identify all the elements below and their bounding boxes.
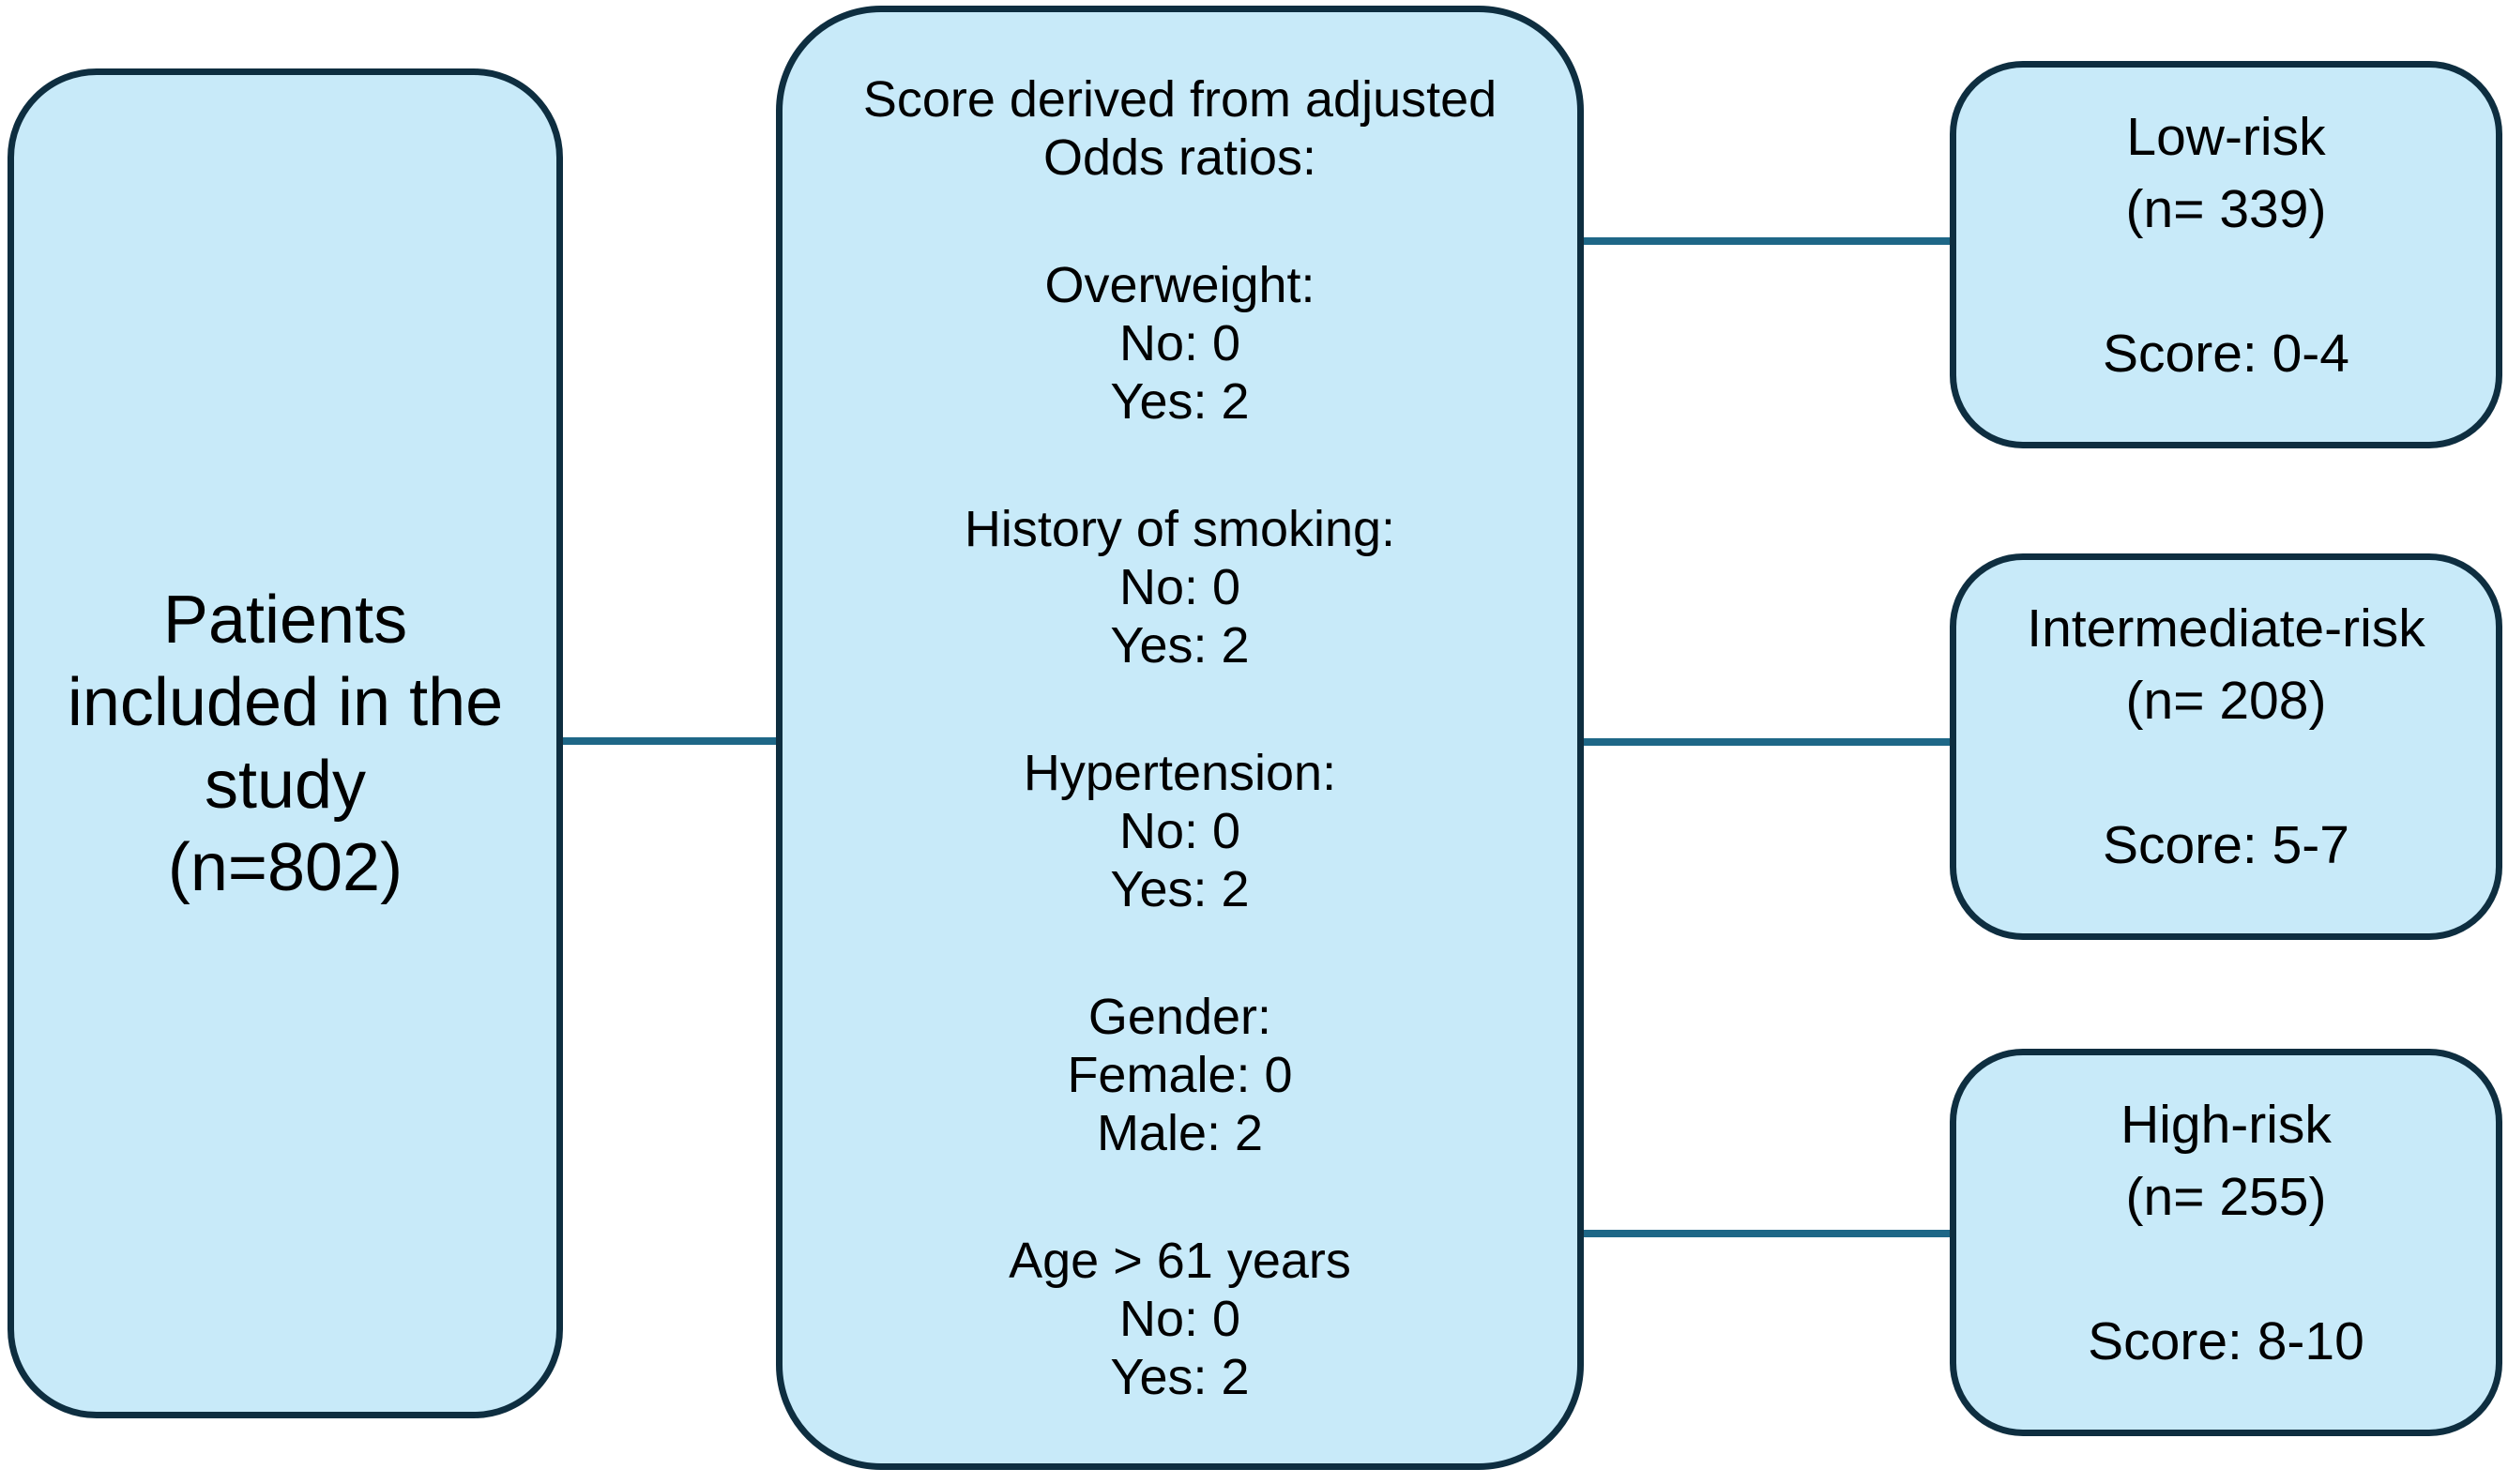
- connector-score-to-intermediate-risk: [1579, 738, 1953, 746]
- score-group-item: Male: 2: [1096, 1104, 1264, 1161]
- risk-box-score-range: Score: 8-10: [2088, 1310, 2364, 1371]
- score-group-label: Overweight:: [1044, 256, 1315, 313]
- score-group-label: History of smoking:: [964, 500, 1396, 557]
- score-group-item: No: 0: [1118, 558, 1241, 615]
- risk-box-title: High-risk: [2120, 1094, 2332, 1155]
- score-group-age: Age > 61 years No: 0 Yes: 2: [1009, 1232, 1351, 1406]
- patients-box: Patients included in the study (n=802): [8, 68, 563, 1418]
- score-group-item: No: 0: [1118, 802, 1241, 859]
- score-group-hypertension: Hypertension: No: 0 Yes: 2: [1024, 744, 1336, 918]
- score-box-title-line-2: Odds ratios:: [1042, 129, 1317, 186]
- score-group-label: Age > 61 years: [1009, 1232, 1351, 1289]
- patients-box-line-3: study: [204, 747, 367, 823]
- risk-box-score-range: Score: 0-4: [2103, 323, 2349, 384]
- score-box-title: Score derived from adjusted Odds ratios:: [863, 70, 1497, 187]
- risk-box-count: (n= 208): [2125, 671, 2327, 731]
- score-group-overweight: Overweight: No: 0 Yes: 2: [1044, 256, 1315, 431]
- connector-patients-to-score: [559, 737, 780, 745]
- score-box-title-line-1: Score derived from adjusted: [862, 70, 1497, 128]
- score-group-item: Yes: 2: [1110, 372, 1250, 430]
- score-group-gender: Gender: Female: 0 Male: 2: [1067, 988, 1292, 1162]
- risk-box-title: Low-risk: [2126, 106, 2326, 167]
- patients-box-line-2: included in the: [67, 664, 504, 740]
- score-group-label: Gender:: [1087, 988, 1272, 1045]
- score-box: Score derived from adjusted Odds ratios:…: [776, 6, 1584, 1470]
- risk-box-title: Intermediate-risk: [2027, 598, 2425, 659]
- connector-score-to-high-risk: [1579, 1230, 1953, 1237]
- patients-box-line-1: Patients: [162, 582, 408, 658]
- risk-box-count: (n= 339): [2125, 178, 2327, 239]
- low-risk-box: Low-risk (n= 339) Score: 0-4: [1950, 61, 2502, 448]
- score-group-item: Yes: 2: [1110, 616, 1250, 674]
- score-group-label: Hypertension:: [1023, 744, 1337, 801]
- high-risk-box: High-risk (n= 255) Score: 8-10: [1950, 1049, 2502, 1436]
- intermediate-risk-box: Intermediate-risk (n= 208) Score: 5-7: [1950, 553, 2502, 940]
- patients-box-count: (n=802): [167, 829, 403, 905]
- score-group-item: No: 0: [1118, 1290, 1241, 1347]
- risk-box-score-range: Score: 5-7: [2103, 815, 2349, 875]
- score-group-smoking: History of smoking: No: 0 Yes: 2: [965, 500, 1395, 674]
- score-group-item: Female: 0: [1067, 1046, 1293, 1103]
- risk-box-count: (n= 255): [2125, 1166, 2327, 1227]
- score-group-item: No: 0: [1118, 314, 1241, 371]
- score-group-item: Yes: 2: [1110, 860, 1250, 917]
- connector-score-to-low-risk: [1579, 237, 1953, 245]
- score-group-item: Yes: 2: [1110, 1348, 1250, 1405]
